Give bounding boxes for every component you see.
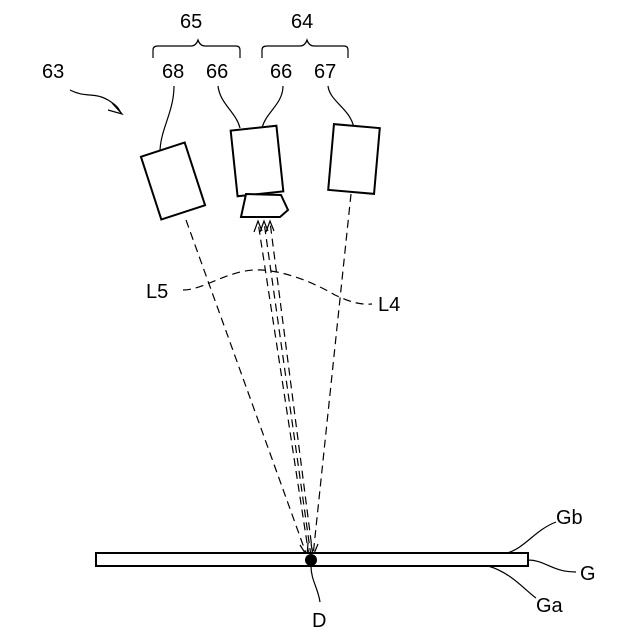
label-unit-67: 67 <box>314 61 336 83</box>
label-unit-66-right: 66 <box>270 61 292 83</box>
leader-67 <box>328 86 354 128</box>
label-g: G <box>580 563 596 585</box>
label-group-65: 65 <box>180 11 202 33</box>
brace-group-65 <box>153 40 240 58</box>
camera-66-lens <box>241 194 288 217</box>
leader-68 <box>160 86 174 152</box>
leader-66-right <box>262 86 283 128</box>
beam-to-66-a <box>258 222 309 556</box>
leader-gb <box>507 522 556 553</box>
beam-from-67 <box>313 194 351 556</box>
label-l5: L5 <box>146 281 168 303</box>
label-unit-68: 68 <box>162 61 184 83</box>
leader-g <box>528 560 576 572</box>
label-l4: L4 <box>378 294 400 316</box>
label-device-63: 63 <box>42 61 64 83</box>
brace-group-64 <box>262 40 348 58</box>
label-unit-66-left: 66 <box>206 61 228 83</box>
point-d-marker <box>305 554 317 566</box>
beam-group-curve <box>183 270 372 304</box>
label-gb: Gb <box>556 507 583 529</box>
leader-d <box>311 566 320 602</box>
label-ga: Ga <box>536 595 564 617</box>
label-group-64: 64 <box>291 11 313 33</box>
light-source-68 <box>141 143 205 220</box>
leader-ga <box>488 566 536 598</box>
leader-66-left <box>218 86 240 128</box>
light-source-67 <box>328 124 380 194</box>
beam-to-66-b <box>264 222 311 556</box>
device-63-arrow <box>70 90 122 114</box>
camera-66-body <box>231 126 284 196</box>
label-point-d: D <box>312 610 326 632</box>
